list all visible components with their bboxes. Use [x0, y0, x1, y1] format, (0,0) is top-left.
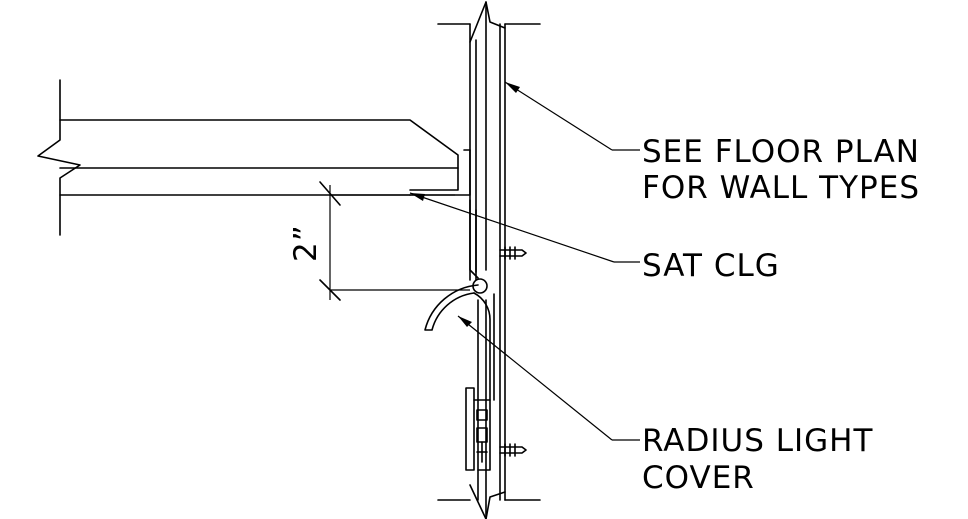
leader-wall [504, 81, 640, 151]
leader-ceiling [409, 192, 640, 263]
screw-upper-icon [499, 246, 527, 260]
dimension-label: 2” [288, 224, 324, 262]
wall-section [437, 1, 541, 519]
ceiling-section [37, 79, 471, 236]
light-fixture-clip [465, 387, 491, 471]
screw-lower-icon [499, 443, 527, 457]
callout-cover-line2: COVER [642, 460, 755, 496]
dimension-2in: 2” [288, 181, 470, 301]
callout-ceiling: SAT CLG [642, 248, 780, 284]
callout-wall-line1: SEE FLOOR PLAN [642, 134, 920, 170]
radius-light-cover [424, 199, 495, 401]
callout-cover-line1: RADIUS LIGHT [642, 423, 873, 459]
leader-cover [457, 315, 640, 441]
callout-wall-line2: FOR WALL TYPES [642, 170, 920, 206]
